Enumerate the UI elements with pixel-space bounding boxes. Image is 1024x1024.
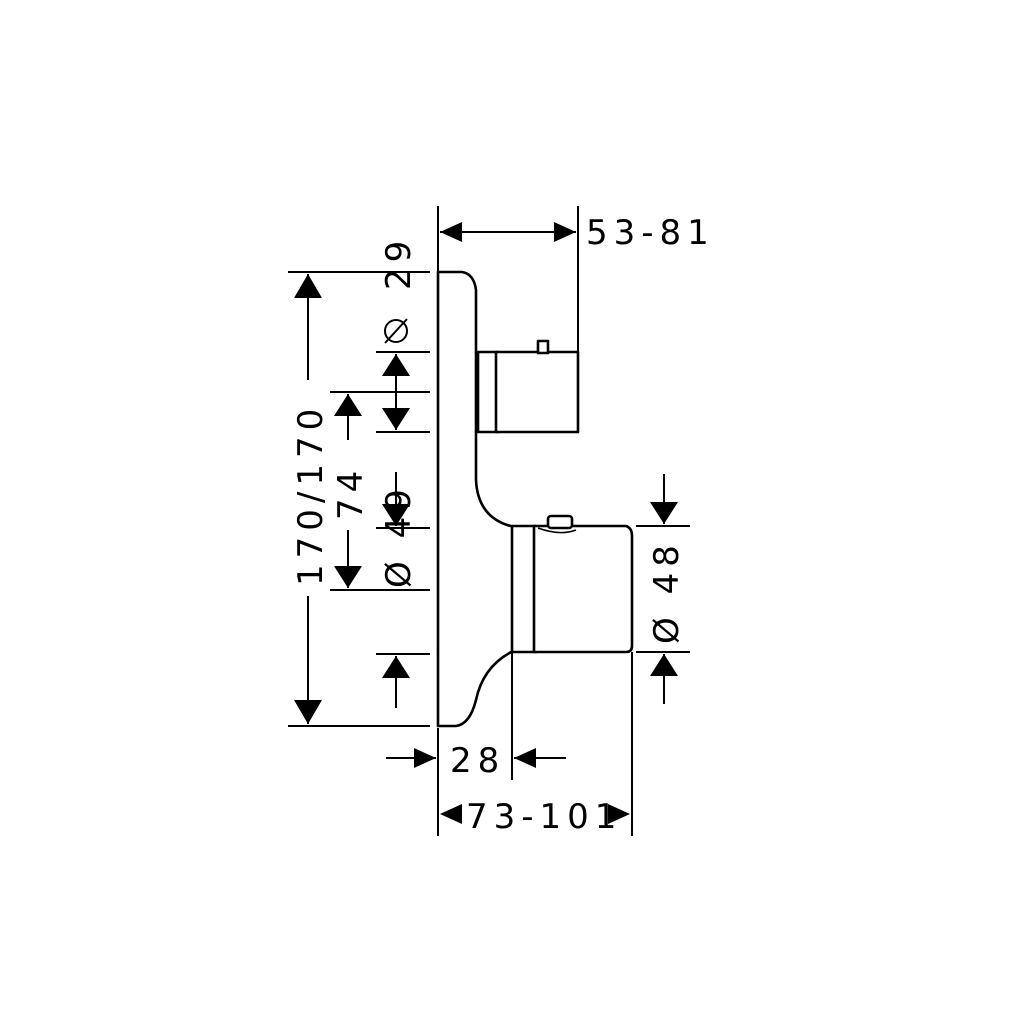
spacing-label: 74 xyxy=(331,465,371,520)
dimension-labels: 53-81 29 170/170 74 Ø 49 Ø 48 28 73-101 xyxy=(291,213,715,837)
upper-diameter-label: Ø 49 xyxy=(379,483,419,588)
product-outline xyxy=(436,270,634,728)
upper-handle xyxy=(476,339,580,434)
top-depth-label: 53-81 xyxy=(586,213,715,253)
lower-handle xyxy=(510,514,634,654)
cover-plate xyxy=(436,270,522,728)
bottom-depth-label: 73-101 xyxy=(466,797,622,837)
lower-diameter-label: Ø 48 xyxy=(647,539,687,644)
extension-lines xyxy=(288,206,690,836)
dimension-arrows xyxy=(294,222,678,824)
overall-height-label: 170/170 xyxy=(291,403,331,586)
diameter-icon xyxy=(384,318,408,344)
cover-offset-label: 29 xyxy=(379,235,419,290)
plate-depth-label: 28 xyxy=(450,741,505,781)
